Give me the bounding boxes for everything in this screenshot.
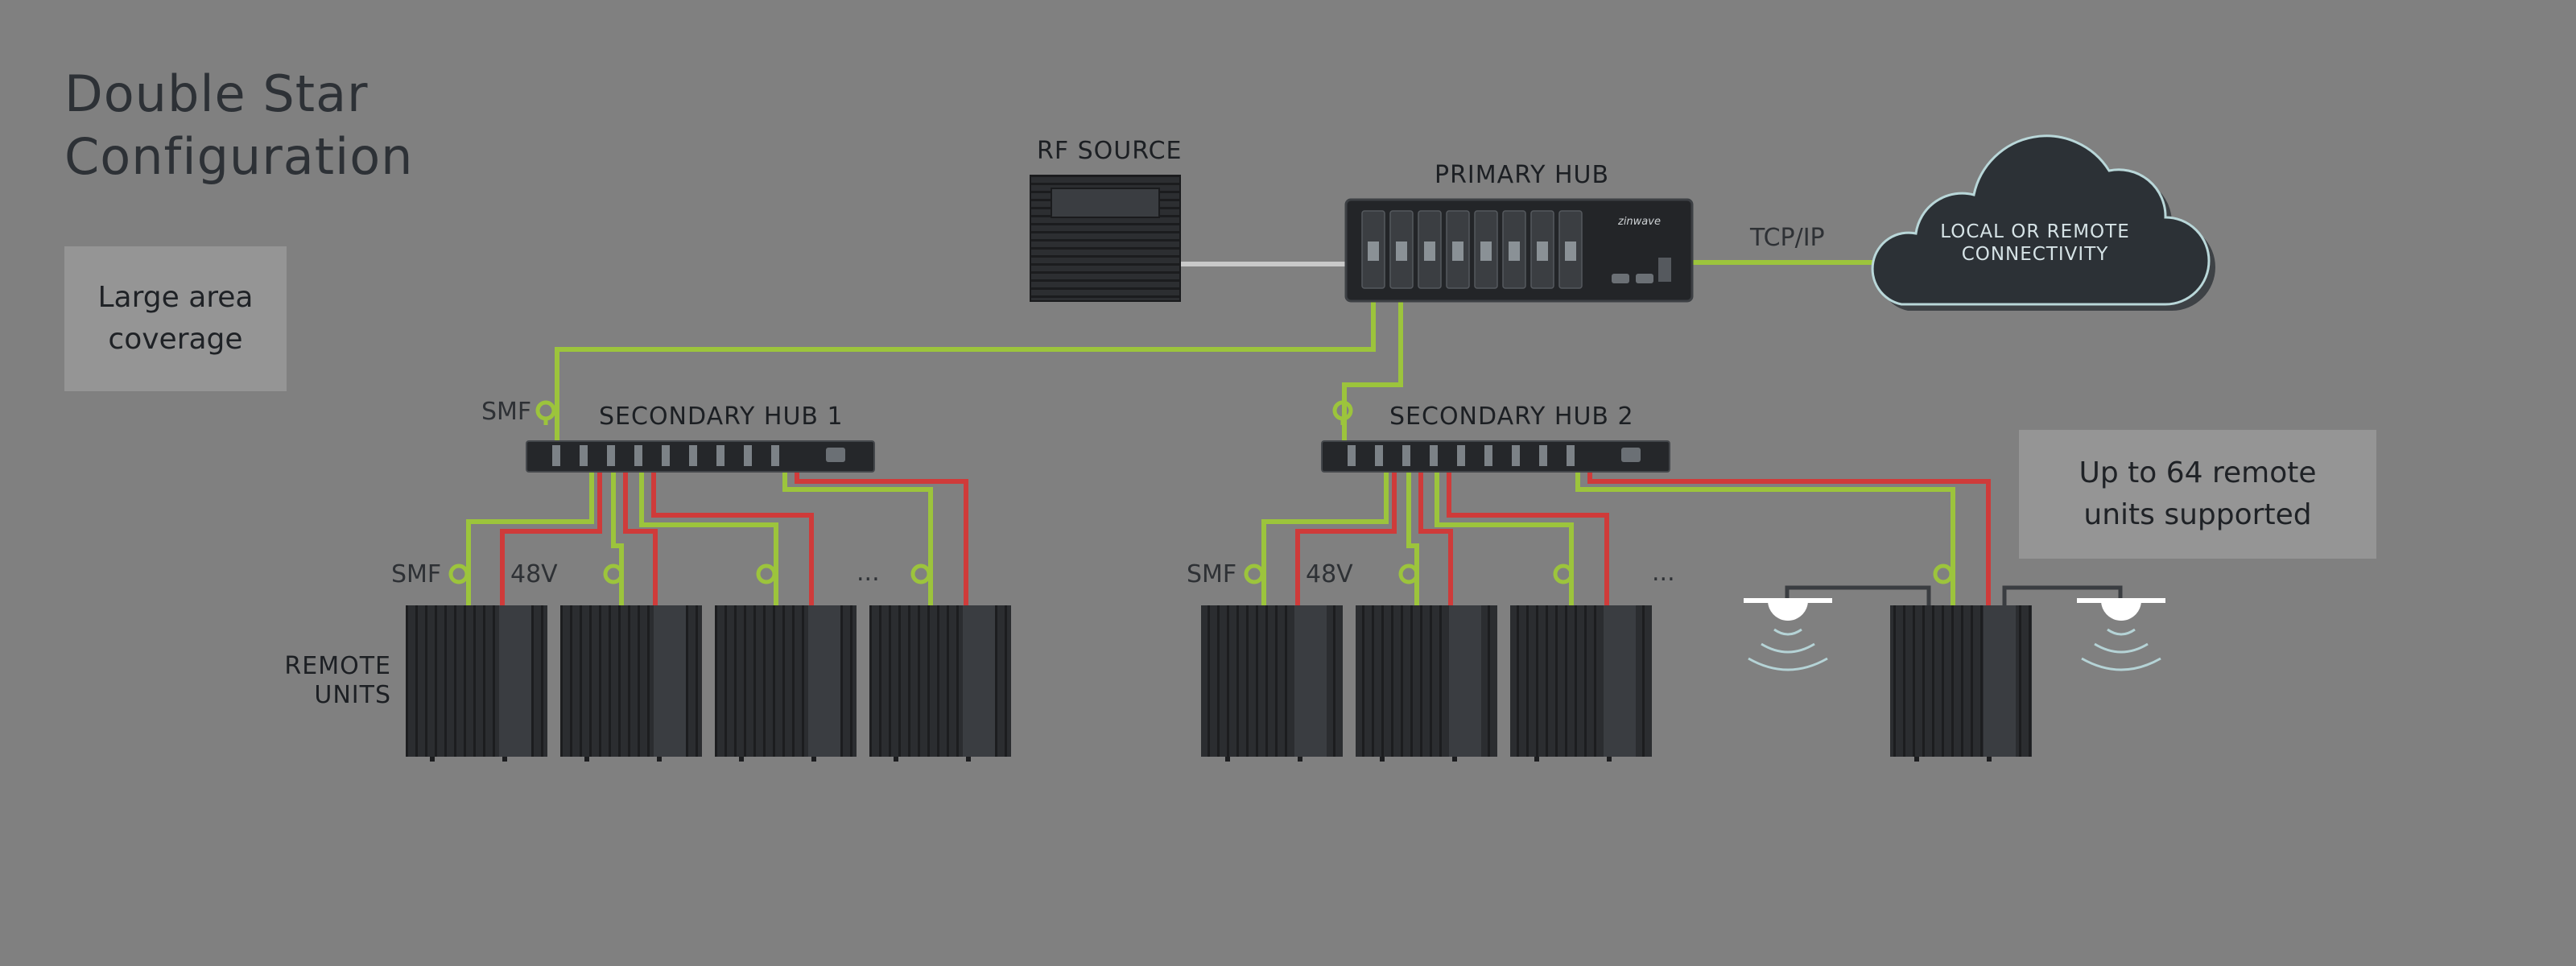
smf-label-hub1: SMF [481, 398, 532, 426]
remote-unit [1356, 605, 1497, 762]
cloud-label: LOCAL OR REMOTE CONNECTIVITY [1914, 221, 2156, 266]
secondary-hub-1-device [526, 440, 875, 473]
remote-unit [560, 605, 702, 762]
page-title: Double Star Configuration [64, 63, 413, 188]
remote-unit [869, 605, 1011, 762]
info-coverage-line-1: Large area [97, 281, 254, 314]
info-box-remote-units: Up to 64 remote units supported [2019, 430, 2376, 559]
rf-source-label: RF SOURCE [1037, 137, 1183, 165]
remote-unit [1510, 605, 1652, 762]
remote-unit [406, 605, 547, 762]
info-remote-line-2: units supported [2083, 498, 2312, 531]
title-line-1: Double Star [64, 64, 369, 123]
rf-source-device [1030, 175, 1181, 302]
cloud-label-line-1: LOCAL OR REMOTE [1940, 221, 2130, 242]
remote-units-line-1: REMOTE [284, 652, 391, 680]
brand-logo-primary: zinwave [1618, 216, 1661, 228]
smf-label-remote-1: SMF [391, 560, 442, 588]
info-coverage-line-2: coverage [108, 323, 243, 356]
ellipsis-label-1: ... [857, 559, 880, 587]
secondary-hub-2-label: SECONDARY HUB 2 [1389, 402, 1634, 431]
title-line-2: Configuration [64, 127, 414, 186]
smf-connectors [448, 400, 1954, 584]
hub1-cables [466, 463, 968, 605]
info-remote-line-1: Up to 64 remote [2079, 456, 2317, 489]
antenna-icon [1744, 598, 1832, 671]
remote-units-label: REMOTE UNITS [274, 652, 391, 710]
power-48v-label-2: 48V [1306, 560, 1353, 588]
remote-units-line-2: UNITS [314, 681, 391, 709]
ellipsis-label-2: ... [1652, 559, 1675, 587]
secondary-hub-1-label: SECONDARY HUB 1 [599, 402, 844, 431]
remote-unit [1890, 605, 2032, 762]
secondary-hub-2-device [1321, 440, 1670, 473]
cloud-icon [1871, 134, 2215, 311]
smf-label-remote-2: SMF [1187, 560, 1237, 588]
primary-hub-device [1344, 198, 1694, 303]
power-48v-label-1: 48V [510, 560, 558, 588]
cloud-label-line-2: CONNECTIVITY [1961, 244, 2109, 265]
remote-unit [1201, 605, 1343, 762]
info-box-coverage: Large area coverage [64, 246, 287, 391]
antenna-icon [2077, 598, 2165, 671]
antenna-cables [1785, 585, 2123, 605]
hub2-cables [1261, 463, 1991, 605]
primary-hub-label: PRIMARY HUB [1435, 161, 1610, 189]
tcp-ip-label: TCP/IP [1750, 224, 1825, 252]
remote-unit [715, 605, 857, 762]
